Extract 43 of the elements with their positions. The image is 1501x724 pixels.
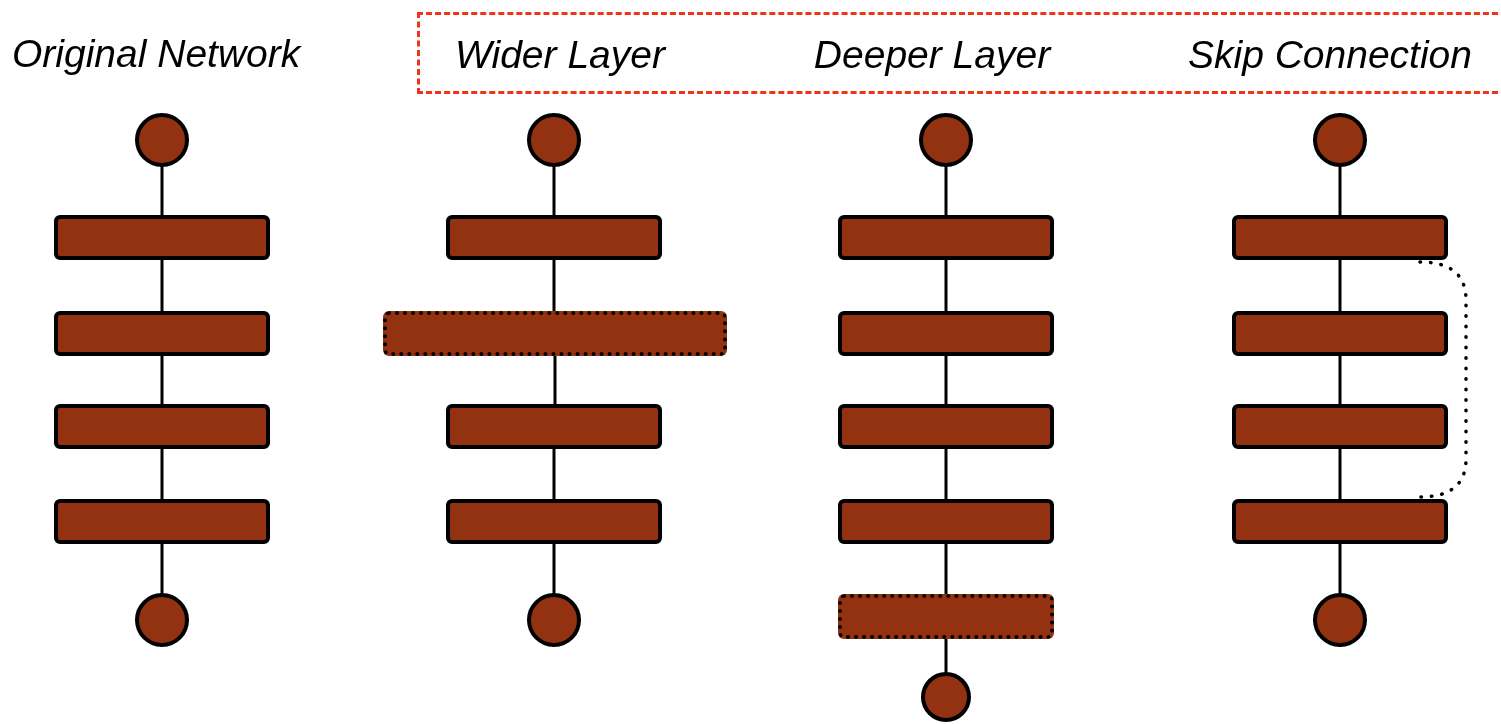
- connector-line: [552, 165, 556, 217]
- connector-line: [1338, 165, 1342, 217]
- layer-bar: [1232, 404, 1448, 449]
- layer-bar: [1232, 499, 1448, 544]
- connector-line: [1338, 258, 1342, 313]
- connector-line: [944, 447, 948, 501]
- connector-line: [552, 258, 556, 313]
- connector-line: [944, 165, 948, 217]
- column-title: Deeper Layer: [813, 32, 1051, 78]
- connector-line: [160, 165, 164, 217]
- connector-line: [1338, 542, 1342, 595]
- connector-line: [552, 542, 556, 595]
- layer-bar: [838, 404, 1054, 449]
- connector-line: [160, 542, 164, 595]
- layer-bar: [54, 215, 270, 260]
- connector-line: [160, 447, 164, 501]
- connector-line: [1338, 447, 1342, 501]
- connector-line: [944, 354, 948, 406]
- connector-line: [944, 542, 948, 596]
- connector-line: [553, 354, 557, 406]
- layer-bar: [54, 404, 270, 449]
- column-title: Skip Connection: [1188, 32, 1472, 78]
- layer-bar: [446, 215, 662, 260]
- connector-line: [944, 637, 948, 674]
- connector-line: [552, 447, 556, 501]
- connector-line: [944, 258, 948, 313]
- layer-bar: [838, 215, 1054, 260]
- connector-line: [1338, 354, 1342, 406]
- added-layer-bar: [383, 311, 727, 356]
- added-layer-bar: [838, 594, 1054, 639]
- layer-bar: [838, 311, 1054, 356]
- layer-bar: [446, 499, 662, 544]
- layer-bar: [1232, 215, 1448, 260]
- connector-line: [160, 354, 164, 406]
- layer-bar: [54, 311, 270, 356]
- connector-line: [160, 258, 164, 313]
- column-title: Wider Layer: [455, 32, 665, 78]
- layer-bar: [838, 499, 1054, 544]
- layer-bar: [54, 499, 270, 544]
- layer-bar: [446, 404, 662, 449]
- layer-bar: [1232, 311, 1448, 356]
- column-title: Original Network: [12, 31, 301, 77]
- skip-connection-line: [1418, 260, 1468, 499]
